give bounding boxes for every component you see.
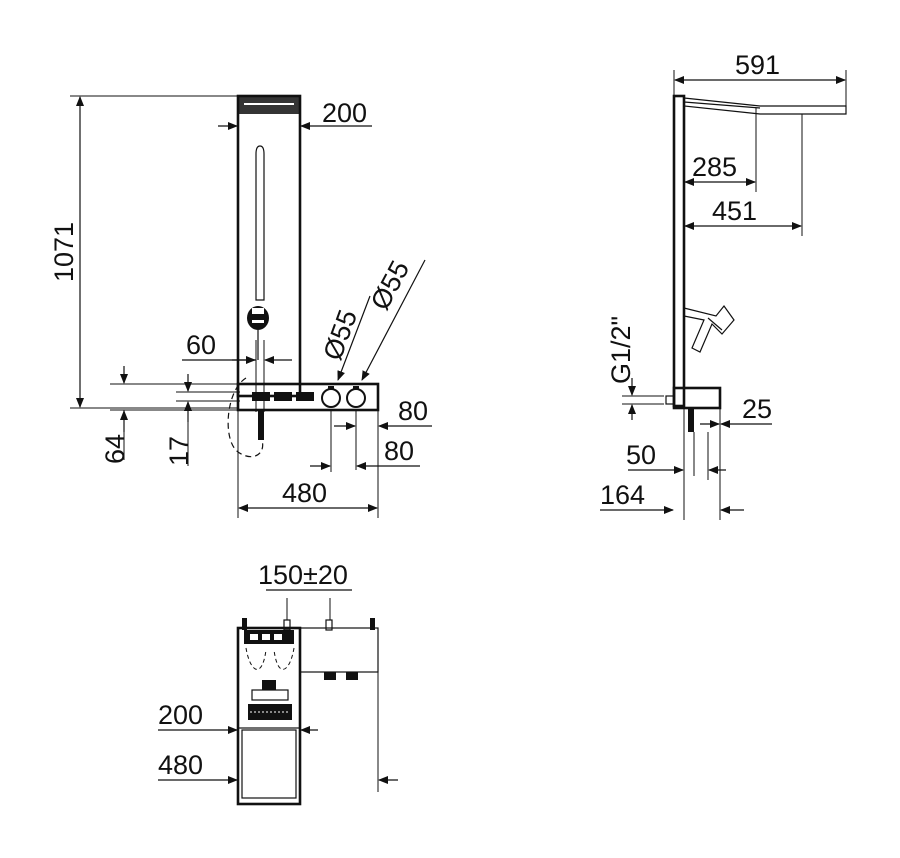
dim-164: 164	[600, 480, 645, 510]
hose-path	[227, 377, 264, 458]
rain-head-side	[683, 97, 847, 115]
dim-150-20: 150±20	[258, 560, 348, 590]
control-knob-2	[346, 388, 366, 408]
side-column	[672, 94, 686, 408]
dim-diameter-2: Ø55	[365, 256, 415, 315]
dim-285: 285	[692, 152, 737, 182]
dim-480-front: 480	[282, 478, 327, 508]
dim-64: 64	[100, 434, 130, 464]
shower-column-body	[236, 94, 302, 398]
dim-g12-thread: G1/2"	[606, 316, 636, 384]
side-view: 591 285 451 G1/2" 25 50 164	[600, 50, 847, 520]
handshower-slot	[255, 145, 265, 301]
dim-200: 200	[322, 98, 367, 128]
dim-diameter-1: Ø55	[317, 306, 363, 364]
dim-480-top: 480	[158, 750, 203, 780]
bath-spout	[258, 410, 264, 440]
dim-80-upper: 80	[398, 396, 428, 426]
dim-200-top: 200	[158, 700, 203, 730]
nozzle-grid	[248, 704, 292, 720]
dim-25: 25	[742, 394, 772, 424]
dim-80-lower: 80	[384, 436, 414, 466]
dim-1071: 1071	[49, 222, 79, 282]
dim-591: 591	[735, 50, 780, 80]
dim-60: 60	[186, 330, 216, 360]
dim-17: 17	[164, 436, 194, 466]
dim-50: 50	[626, 440, 656, 470]
handshower-side	[683, 305, 735, 353]
thermostat-console	[236, 382, 380, 412]
front-view: 1071 200 60 Ø55 Ø55 64 17	[49, 94, 432, 518]
dim-451: 451	[712, 196, 757, 226]
spout-side	[688, 408, 694, 432]
top-view: 150±20 200 480	[158, 560, 398, 806]
top-view-console	[299, 627, 379, 673]
control-knob-1	[321, 388, 341, 408]
